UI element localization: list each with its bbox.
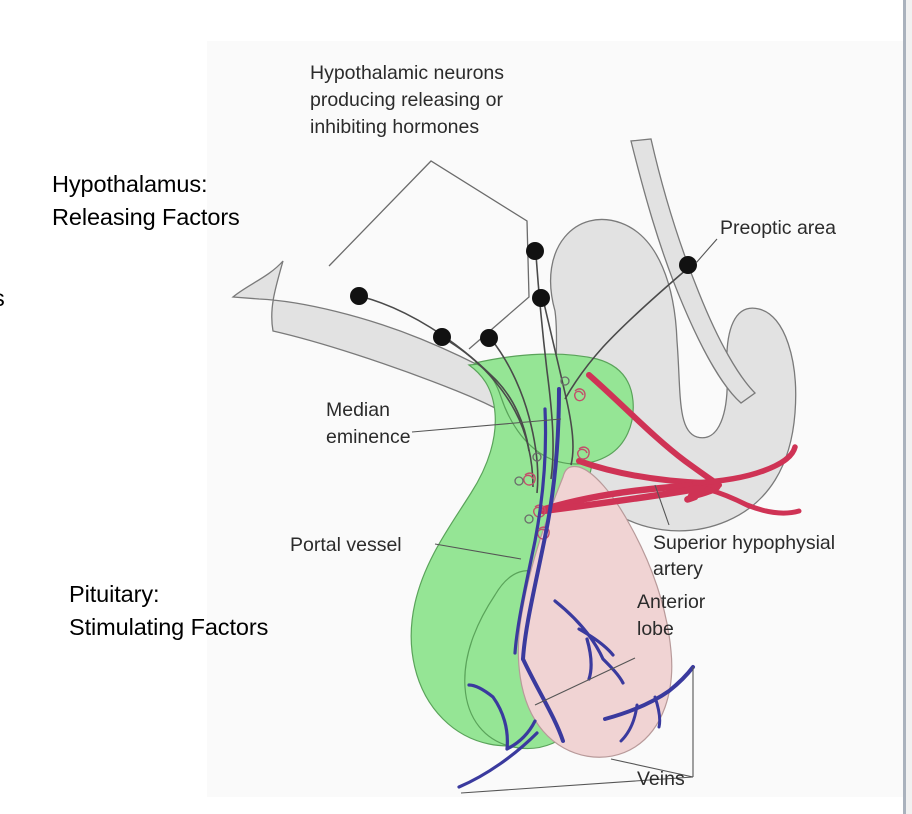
label-hypothalamic-neurons-line1: Hypothalamic neurons [310,62,504,84]
lateral-vein-branch [619,695,662,743]
lateral-vein [603,665,695,721]
label-preoptic-area: Preoptic area [720,217,836,239]
capillary-tuft-2 [577,446,590,460]
veins-bracket [460,667,694,794]
label-hypothalamic-neurons-line3: inhibiting hormones [310,116,479,138]
label-anterior-lobe-line1: Anterior [637,591,706,613]
overlay-note-clipped-left: s [0,282,5,315]
portal-vessel-secondary [513,407,548,655]
anterior-lobe-vein-trunk [521,657,565,743]
overlay-note-hypothalamus: Hypothalamus: Releasing Factors [52,171,240,230]
superior-hypophysial-artery-main [576,458,708,486]
label-anterior-lobe-line2: lobe [637,618,674,640]
neuron-soma-1 [350,287,368,305]
capillary-loop-4 [524,514,534,524]
neuron-soma-3 [480,329,498,347]
superior-hypophysial-artery-tail [692,444,798,486]
superior-hypophysial-artery-descending [704,486,802,516]
window-divider-rule [903,0,906,814]
axon-path-6 [564,268,688,400]
anatomy-figure-panel: Hypothalamic neurons producing releasing… [207,41,904,797]
capillary-tuft-1 [573,388,586,402]
label-median-eminence-line1: Median [326,399,390,421]
anterior-lobe-vein-lower-branch [457,683,539,789]
leader-preoptic-area [695,238,718,264]
capillary-loop-3 [514,476,524,486]
leader-portal-vessel [434,543,522,560]
overlay-note-pituitary: Pituitary: Stimulating Factors [69,581,269,640]
capillary-tuft-3 [523,472,536,486]
hypophysial-stalk-band [630,138,757,404]
label-portal-vessel: Portal vessel [290,534,402,556]
hypothalamic-tract-shape [231,260,560,440]
portal-vessel-main [521,387,561,661]
label-veins: Veins [637,768,685,790]
window-right-gutter[interactable] [906,0,912,814]
anterior-lobe-vein-upper-branch [553,599,625,685]
leader-median-eminence [411,418,562,433]
axon-path-5 [542,298,574,466]
label-superior-hypophysial-line2: artery [653,558,703,580]
neuron-soma-2 [433,328,451,346]
hypothalamus-pituitary-diagram: Hypothalamic neurons producing releasing… [231,62,836,794]
neuron-soma-preoptic [679,256,697,274]
leader-anterior-lobe [534,657,636,706]
neuron-soma-5 [532,289,550,307]
label-median-eminence-line2: eminence [326,426,411,448]
axon-path-3 [490,338,539,494]
capillary-loop-2 [532,452,542,462]
leader-superior-hypophysial-artery [654,484,670,526]
neuron-soma-4 [526,242,544,260]
neuron-group-bracket [328,160,530,350]
axon-path-2 [444,338,534,488]
capillary-loop-1 [560,376,570,386]
label-hypothalamic-neurons-line2: producing releasing or [310,89,503,111]
label-superior-hypophysial-line1: Superior hypophysial [653,532,835,554]
